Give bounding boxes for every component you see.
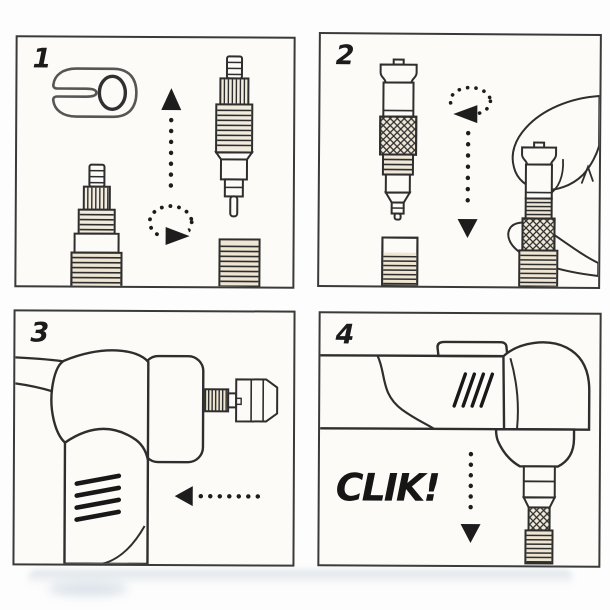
arrow-down-icon	[460, 451, 481, 544]
step-1-panel: 1	[14, 35, 296, 289]
arrow-down-icon	[457, 130, 478, 239]
step-2-panel: 2	[317, 32, 602, 289]
valve-stub-icon	[218, 238, 261, 287]
step-1-number: 1	[32, 43, 51, 75]
adapter-on-valve-icon	[518, 141, 559, 287]
step-4-art	[320, 340, 591, 565]
step-4-number: 4	[335, 319, 354, 351]
clik-sound-label: CLIK!	[335, 465, 439, 510]
step-3-number: 3	[30, 317, 49, 349]
arrow-up-icon	[161, 88, 182, 197]
valve-nut-tool-icon	[51, 67, 138, 119]
knurled-adapter-icon	[379, 58, 418, 221]
rotate-ccw-arrow-icon	[448, 85, 493, 125]
step-1-art	[51, 55, 261, 287]
grip-hatch-icon	[452, 372, 495, 408]
step-2-number: 2	[335, 40, 354, 72]
pump-head-icon	[15, 349, 205, 565]
adapter-plug-icon	[204, 378, 279, 423]
valve-stub-icon	[381, 236, 419, 287]
rotate-cw-arrow-icon	[147, 204, 194, 251]
arrow-left-icon	[174, 486, 269, 507]
scan-shadow	[28, 570, 573, 586]
step-2-art	[379, 58, 600, 287]
step-4-panel: 4 CLIK!	[317, 311, 602, 568]
valve-extender-icon	[214, 55, 254, 218]
grip-hatch-icon	[74, 473, 122, 522]
scan-shadow-corner	[48, 582, 128, 596]
step-3-art	[15, 349, 279, 565]
presta-valve-icon	[70, 163, 123, 287]
pump-on-valve-icon	[320, 340, 591, 565]
step-3-panel: 3	[12, 309, 296, 567]
